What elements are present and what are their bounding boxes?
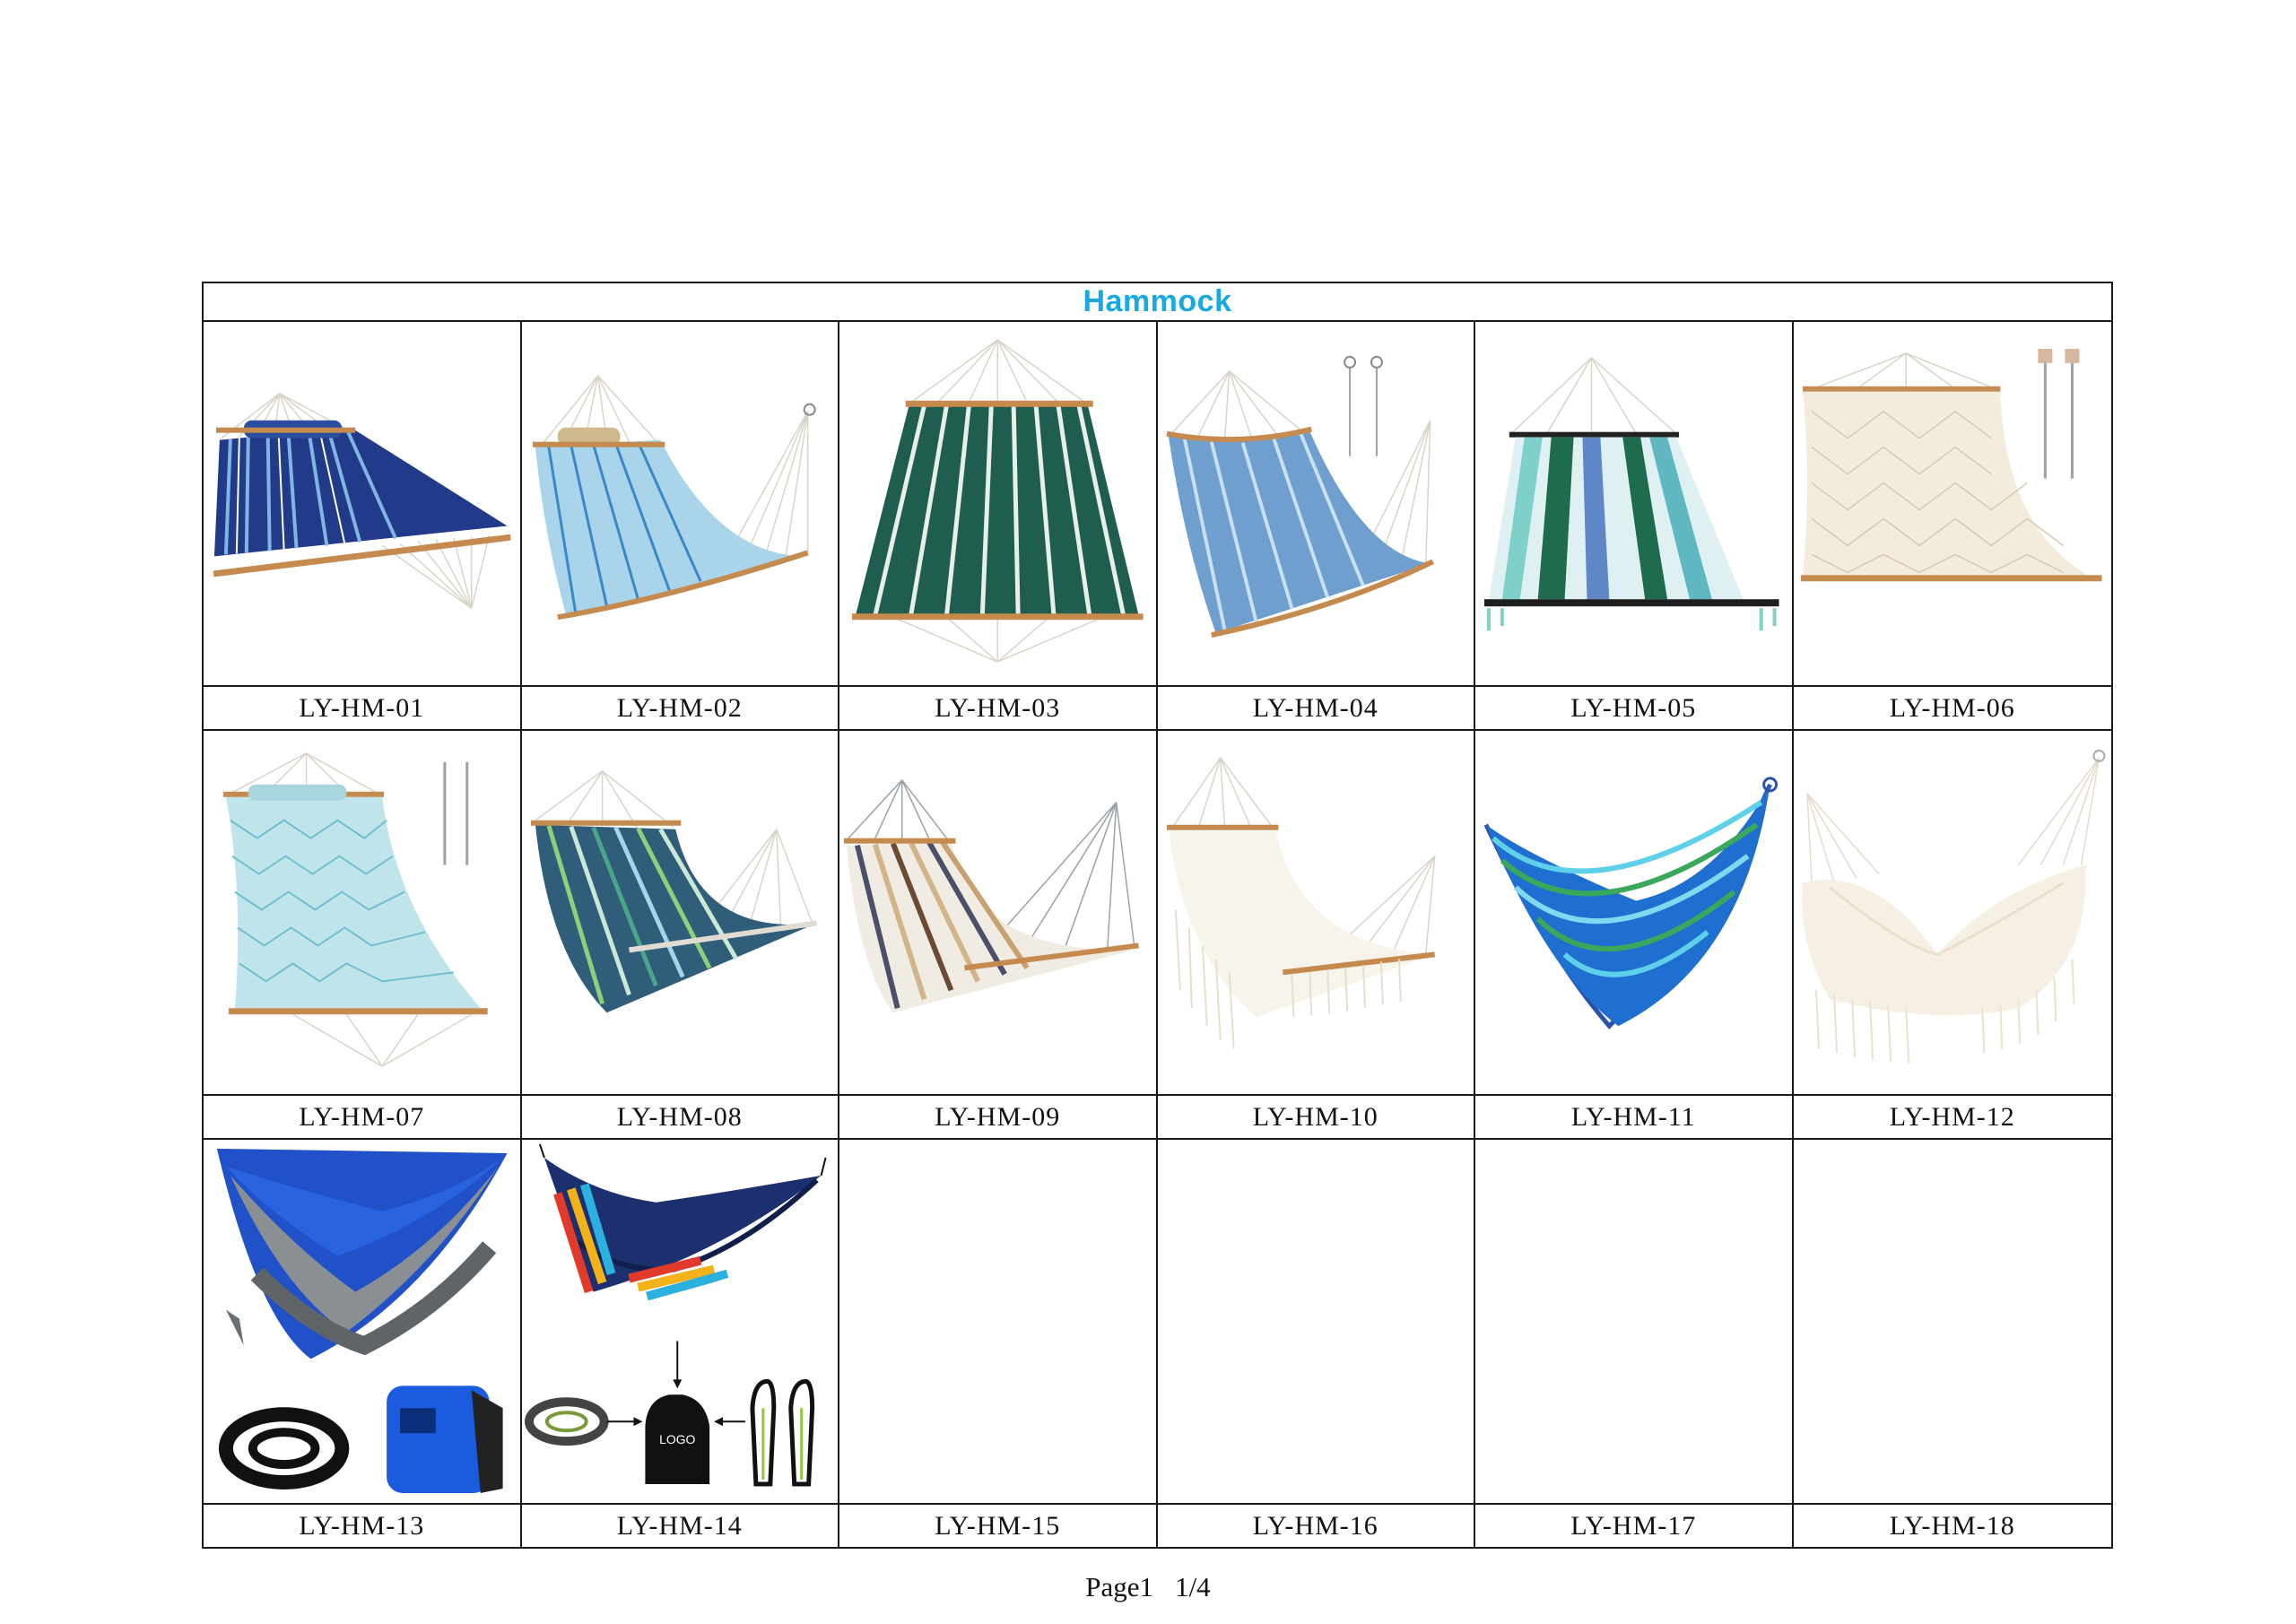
- hammock-image: [843, 779, 1139, 1013]
- product-image: [204, 731, 520, 1096]
- product-cell: LY-HM-18: [1793, 1140, 2111, 1547]
- hammock-image: [1483, 357, 1779, 631]
- product-image-empty: [1793, 1140, 2111, 1505]
- hammock-image: [1801, 749, 2105, 1064]
- product-code: LY-HM-02: [616, 692, 743, 723]
- product-code: LY-HM-18: [1889, 1510, 2015, 1541]
- hammock-image: [530, 770, 817, 1013]
- product-code: LY-HM-16: [1252, 1510, 1378, 1541]
- product-cell: LY-HM-11: [1475, 731, 1794, 1140]
- product-image: [1475, 731, 1792, 1096]
- product-image: [204, 322, 520, 687]
- product-code: LY-HM-12: [1889, 1101, 2015, 1132]
- page-label: Page1: [1085, 1571, 1154, 1602]
- product-cell: LY-HM-08: [521, 731, 839, 1140]
- product-code: LY-HM-10: [1252, 1101, 1378, 1132]
- product-code: LY-HM-13: [299, 1510, 425, 1541]
- hammock-image: [1483, 777, 1779, 1029]
- product-code: LY-HM-09: [935, 1101, 1061, 1132]
- hammock-image: [532, 375, 816, 621]
- product-code: LY-HM-14: [616, 1510, 743, 1541]
- product-cell: LY-HM-04: [1157, 322, 1475, 731]
- catalog-sheet: Hammock: [202, 282, 2113, 1549]
- product-cell: LY-HM-05: [1475, 322, 1794, 731]
- product-image-empty: [1157, 1140, 1474, 1505]
- page-count: 1/4: [1175, 1571, 1211, 1602]
- product-cell: LY-HM-16: [1157, 1140, 1475, 1547]
- product-cell: LY-HM-07: [204, 731, 522, 1140]
- hammock-image: [216, 1148, 508, 1494]
- hammock-image: [1165, 355, 1434, 638]
- product-image: LOGO: [521, 1140, 838, 1505]
- product-image: [204, 1140, 520, 1505]
- hammock-image: [851, 339, 1144, 663]
- product-cell: LY-HM-06: [1793, 322, 2111, 731]
- product-cell: LY-HM-03: [839, 322, 1158, 731]
- product-code: LY-HM-03: [935, 692, 1061, 723]
- product-code: LY-HM-04: [1252, 692, 1378, 723]
- product-image: [521, 731, 838, 1096]
- product-cell: LY-HM-15: [839, 1140, 1158, 1547]
- product-image: [839, 322, 1156, 687]
- product-cell: LY-HM-12: [1793, 731, 2111, 1140]
- product-code: LY-HM-15: [935, 1510, 1061, 1541]
- product-code: LY-HM-17: [1570, 1510, 1697, 1541]
- title-row: Hammock: [204, 283, 2111, 322]
- product-image-empty: [1475, 1140, 1792, 1505]
- page-footer: Page1 1/4: [0, 1571, 2296, 1603]
- product-cell: LY-HM-13: [204, 1140, 522, 1547]
- product-code: LY-HM-11: [1570, 1101, 1696, 1132]
- product-code: LY-HM-08: [616, 1101, 743, 1132]
- product-image: [1157, 731, 1474, 1096]
- catalog-title: Hammock: [1083, 284, 1232, 318]
- product-image-empty: [839, 1140, 1156, 1505]
- product-image: [1475, 322, 1792, 687]
- product-cell: LY-HM-17: [1475, 1140, 1794, 1547]
- product-cell: LOGO LY-HM-14: [521, 1140, 839, 1547]
- product-image: [1793, 731, 2111, 1096]
- product-code: LY-HM-07: [299, 1101, 425, 1132]
- hammock-image: [222, 752, 488, 1067]
- product-image: [1793, 322, 2111, 687]
- product-grid: LY-HM-01 LY-H: [204, 322, 2111, 1547]
- kit-logo-text: LOGO: [659, 1432, 695, 1446]
- hammock-image: [213, 393, 511, 609]
- hammock-image: [1800, 348, 2101, 582]
- hammock-image: [1166, 757, 1435, 1049]
- product-image: [1157, 322, 1474, 687]
- hammock-image: LOGO: [524, 1143, 827, 1487]
- product-code: LY-HM-01: [299, 692, 425, 723]
- product-code: LY-HM-06: [1889, 692, 2015, 723]
- product-code: LY-HM-05: [1570, 692, 1697, 723]
- product-cell: LY-HM-09: [839, 731, 1158, 1140]
- product-cell: LY-HM-02: [521, 322, 839, 731]
- product-cell: LY-HM-10: [1157, 731, 1475, 1140]
- product-cell: LY-HM-01: [204, 322, 522, 731]
- product-image: [521, 322, 838, 687]
- product-image: [839, 731, 1156, 1096]
